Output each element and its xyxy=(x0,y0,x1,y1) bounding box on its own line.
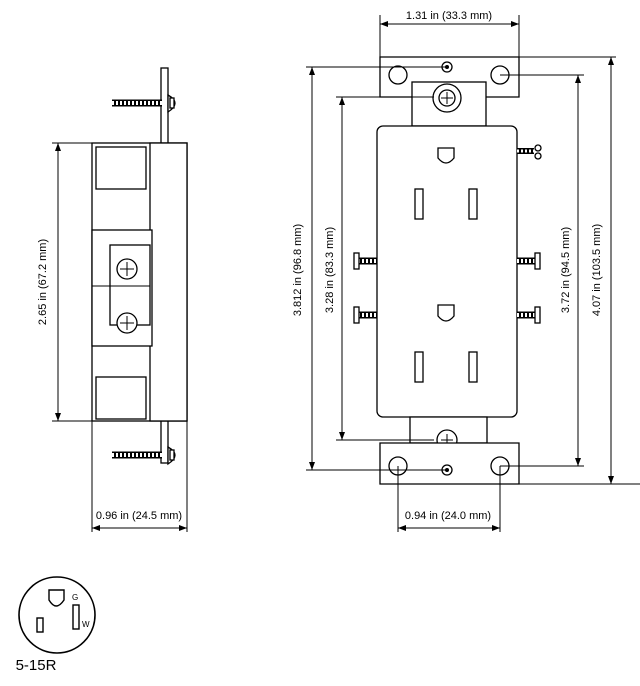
config-label: 5-15R xyxy=(16,657,57,674)
side-height-dimension: 2.65 in (67.2 mm) xyxy=(37,142,92,422)
front-ear-height-dimension: 3.72 in (94.5 mm) xyxy=(500,74,584,467)
upper-hot-slot xyxy=(468,188,478,220)
front-ear-height-label: 3.72 in (94.5 mm) xyxy=(560,227,572,313)
front-view xyxy=(353,56,542,485)
front-mount-height-dimension: 3.812 in (96.8 mm) xyxy=(292,66,447,471)
config-white-label: W xyxy=(82,620,90,629)
terminal-screw-right-lower xyxy=(517,306,541,324)
terminal-screw-right-upper xyxy=(517,252,541,270)
side-face xyxy=(149,142,188,422)
front-width-label: 1.31 in (33.3 mm) xyxy=(406,10,492,22)
config-hot-slot xyxy=(72,604,80,630)
top-left-mount-hole xyxy=(388,65,408,85)
config-circle xyxy=(18,576,96,654)
config-symbol: G W 5-15R xyxy=(16,576,96,674)
lower-neutral-slot xyxy=(414,351,424,383)
ground-screw xyxy=(517,144,542,160)
upper-ground-slot xyxy=(437,147,455,164)
front-mount-height-label: 3.812 in (96.8 mm) xyxy=(292,224,304,316)
lower-hot-slot xyxy=(468,351,478,383)
config-ground-slot xyxy=(48,589,65,607)
front-body-height-dimension: 3.28 in (83.3 mm) xyxy=(324,96,434,441)
side-terminal-screw-2 xyxy=(116,312,138,334)
config-neutral-slot xyxy=(36,617,44,633)
upper-outlet xyxy=(414,147,478,220)
receptacle-face xyxy=(376,125,518,418)
side-top-screw xyxy=(112,93,176,114)
side-depth-dimension: 0.96 in (24.5 mm) xyxy=(91,421,188,532)
top-mount-screw xyxy=(432,83,462,113)
side-height-label: 2.65 in (67.2 mm) xyxy=(37,239,49,325)
config-ground-label: G xyxy=(72,593,78,602)
side-bottom-screw xyxy=(112,445,176,466)
side-view xyxy=(91,67,188,466)
front-strap-width-label: 0.94 in (24.0 mm) xyxy=(405,510,491,522)
terminal-screws xyxy=(353,144,542,324)
front-outer-height-dimension: 4.07 in (103.5 mm) xyxy=(500,56,640,485)
terminal-screw-left-lower xyxy=(353,306,377,324)
terminal-screw-left-upper xyxy=(353,252,377,270)
upper-neutral-slot xyxy=(414,188,424,220)
lower-ground-slot xyxy=(437,304,455,322)
lower-outlet xyxy=(414,304,478,383)
front-strap-width-dimension: 0.94 in (24.0 mm) xyxy=(397,466,501,532)
side-depth-label: 0.96 in (24.5 mm) xyxy=(96,510,182,522)
front-body-height-label: 3.28 in (83.3 mm) xyxy=(324,227,336,313)
front-width-dimension: 1.31 in (33.3 mm) xyxy=(379,10,520,57)
side-terminal-screw-1 xyxy=(116,258,138,280)
front-outer-height-label: 4.07 in (103.5 mm) xyxy=(591,224,603,316)
